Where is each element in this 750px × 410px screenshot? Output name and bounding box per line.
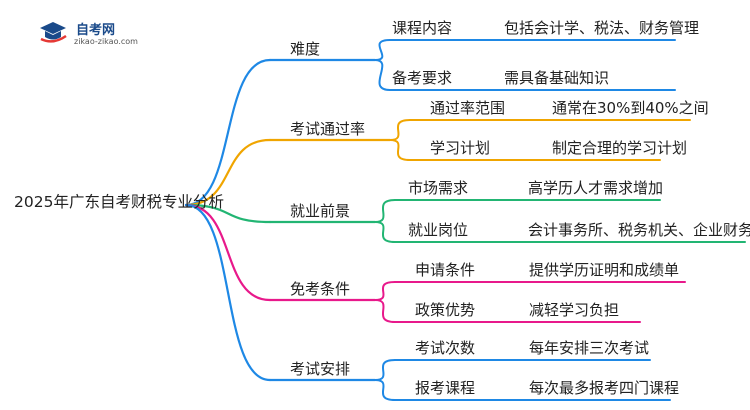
leaf-connector: [374, 359, 396, 381]
branch-connector: [184, 203, 272, 302]
leaf-connector: [374, 39, 391, 61]
leaf-key: 申请条件: [415, 261, 476, 279]
leaf-connector: [374, 221, 396, 243]
branch-label: 就业前景: [290, 202, 351, 220]
leaf-value: 每次最多报考四门课程: [529, 379, 680, 397]
leaf-connector: [374, 59, 391, 91]
leaf-connector: [374, 299, 396, 323]
leaf-value: 通常在30%到40%之间: [552, 99, 709, 117]
branch-connector: [184, 203, 272, 382]
leaf-connector: [389, 139, 411, 161]
leaf-key: 市场需求: [408, 179, 469, 197]
leaf-value: 会计事务所、税务机关、企业财务部门: [528, 221, 750, 239]
leaf-value: 每年安排三次考试: [529, 339, 650, 357]
leaf-key: 政策优势: [415, 301, 476, 319]
leaf-value: 高学历人才需求增加: [528, 179, 664, 197]
leaf-connector: [374, 379, 396, 401]
branch-connector: [184, 138, 272, 207]
leaf-value: 包括会计学、税法、财务管理: [504, 19, 700, 37]
branch-connector: [184, 203, 272, 224]
leaf-connector: [389, 119, 411, 141]
branch-label: 考试通过率: [290, 120, 366, 138]
leaf-value: 需具备基础知识: [504, 69, 610, 87]
root-node: 2025年广东自考财税专业分析: [14, 193, 224, 211]
leaf-key: 报考课程: [415, 379, 476, 397]
leaf-key: 就业岗位: [408, 221, 469, 239]
leaf-key: 考试次数: [415, 339, 476, 357]
leaf-connector: [374, 199, 396, 223]
branch-label: 考试安排: [290, 360, 351, 378]
branch-label: 难度: [290, 40, 321, 58]
logo-title: 自考网: [76, 23, 116, 38]
leaf-key: 课程内容: [392, 19, 453, 37]
logo-url: zikao-zikao.com: [74, 37, 138, 46]
leaf-value: 提供学历证明和成绩单: [529, 261, 680, 279]
leaf-value: 减轻学习负担: [529, 301, 620, 319]
leaf-connector: [374, 281, 396, 301]
branch-connector: [184, 58, 272, 207]
leaf-key: 通过率范围: [430, 99, 506, 117]
site-logo: 自考网 zikao-zikao.com: [38, 18, 158, 50]
leaf-key: 备考要求: [392, 69, 453, 87]
leaf-key: 学习计划: [430, 139, 491, 157]
graduation-cap-icon: [40, 22, 67, 43]
leaf-value: 制定合理的学习计划: [552, 139, 688, 157]
branch-label: 免考条件: [290, 280, 351, 298]
